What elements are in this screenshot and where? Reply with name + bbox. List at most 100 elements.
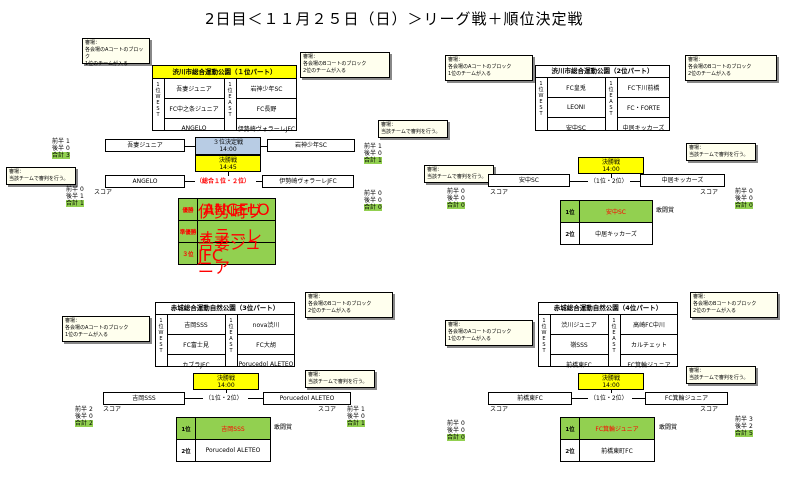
- final-team-a: ANGELO: [105, 175, 185, 188]
- note-ref: 審場：当該チームで審判を行う。: [424, 165, 494, 183]
- score-label: スコア: [700, 189, 719, 196]
- west-team-list: FC皇兎 LEONI 安中SC: [547, 78, 605, 137]
- final-place: （総合１位・２位）: [196, 178, 251, 185]
- venue-header: 赤城総合運動自然公園（4位パート）: [538, 302, 678, 315]
- venue-header: 渋川市総合運動公園（2位パート）: [535, 65, 670, 78]
- east-team-list: nova渋川 FC大胡 Porucedol ALETEO: [237, 315, 295, 374]
- fair-play-label: 敢闘賞: [659, 424, 678, 431]
- team-cell: カルチェット: [620, 335, 678, 355]
- team-cell: 安中SC: [566, 125, 586, 132]
- final-score-right: 前半 1 後半 0 合計 1: [347, 406, 365, 427]
- west-team-list: 渋川ジュニア 嶺SSS 前橋東FC: [550, 315, 608, 374]
- team-cell: FC箕輪ジュニア: [627, 362, 671, 369]
- third-team-a: 吾妻ジュニア: [105, 139, 185, 152]
- final-team-b: 伊勢崎ヴォラーレJFC: [262, 175, 354, 188]
- final-score-right: 前半 3 後半 2 合計 5: [735, 416, 753, 437]
- venue-header: 赤城総合運動自然公園（3位パート）: [155, 302, 295, 315]
- third-team-b: 岩神少年SC: [267, 139, 355, 152]
- note-ref: 審場：当該チームで審判を行う。: [305, 370, 375, 388]
- score-label: スコア: [318, 406, 337, 413]
- fair-play-label: 敢闘賞: [656, 207, 675, 214]
- team-cell: FC富士見: [167, 335, 225, 355]
- final-team-b: FC箕輪ジュニア: [645, 392, 728, 405]
- standings-row: ３位吾妻ジュニア: [179, 234, 275, 277]
- team-cell: 中居キッカーズ: [622, 125, 665, 132]
- score-label: スコア: [700, 406, 719, 413]
- team-cell: ANGELO: [181, 125, 207, 132]
- results-row: 1位吉岡SSS: [177, 418, 270, 440]
- final-team-a: 吉岡SSS: [103, 392, 185, 405]
- results-row: 2位中居キッカーズ: [561, 223, 652, 244]
- score-label: スコア: [490, 189, 509, 196]
- west-team-list: 吾妻ジュニア FC中之条ジュニア ANGELO: [164, 79, 224, 138]
- score-left: 前半 1 後半 0 合計 3: [52, 138, 70, 159]
- team-cell: 伊勢崎ヴォラーレJFC: [237, 126, 296, 133]
- score-label: スコア: [103, 406, 122, 413]
- results-table: 1位安中SC 2位中居キッカーズ: [560, 200, 653, 245]
- final-place: （1位・2位）: [205, 395, 243, 402]
- note-ref: 審場：当該チームで審判を行う。: [686, 366, 756, 384]
- results-row: 2位前橋東町FC: [561, 440, 654, 461]
- league-table: [535, 78, 670, 131]
- team-cell: 岩神少年SC: [236, 79, 297, 99]
- venue-header: 渋川市総合運動公園（１位パート）: [152, 65, 297, 79]
- final-team-a: 安中SC: [488, 174, 570, 187]
- final-team-a: 前橋東FC: [488, 392, 572, 405]
- score-label: スコア: [490, 406, 509, 413]
- note-ref: 審場：当該チームで審判を行う。: [6, 167, 76, 185]
- score-right: 前半 1 後半 0 合計 1: [364, 143, 382, 164]
- team-cell: 前橋東FC: [566, 362, 592, 369]
- fair-play-label: 敢闘賞: [274, 424, 293, 431]
- team-cell: カブラJFC: [182, 362, 210, 369]
- results-row: 1位安中SC: [561, 201, 652, 223]
- team-cell: FC長野: [236, 99, 297, 119]
- team-cell: 吉岡SSS: [167, 315, 225, 335]
- final-score-left: 前半 0 後半 1 合計 1: [66, 186, 84, 207]
- team-cell: 高崎FC中川: [620, 315, 678, 335]
- final-score-left: 前半 2 後半 0 合計 2: [75, 406, 93, 427]
- final-score-right: 前半 0 後半 0 合計 0: [735, 188, 753, 209]
- team-cell: nova渋川: [237, 315, 295, 335]
- team-cell: FC大胡: [237, 335, 295, 355]
- east-team-list: FC下川前橋 FC・FORTE 中居キッカーズ: [617, 78, 670, 137]
- page-title: 2日目＜１１月２５日（日）＞リーグ戦＋順位決定戦: [205, 10, 584, 28]
- team-cell: FC皇兎: [547, 78, 605, 98]
- team-cell: FC中之条ジュニア: [164, 99, 224, 119]
- final-team-b: Porucedol ALETEO: [263, 392, 351, 405]
- final-place: （1位・2位）: [590, 395, 628, 402]
- west-team-list: 吉岡SSS FC富士見 カブラJFC: [167, 315, 225, 374]
- east-team-list: 高崎FC中川 カルチェット FC箕輪ジュニア: [620, 315, 678, 374]
- note-ref: 審場：当該チームで審判を行う。: [686, 143, 756, 161]
- final-score-right: 前半 0 後半 0 合計 0: [364, 190, 382, 211]
- team-cell: 嶺SSS: [550, 335, 608, 355]
- team-cell: 吾妻ジュニア: [164, 79, 224, 99]
- score-label: スコア: [94, 189, 113, 196]
- team-cell: LEONI: [547, 98, 605, 118]
- final-place: （1位・2位）: [590, 178, 628, 185]
- team-cell: Porucedol ALETEO: [238, 361, 294, 368]
- note-ref: 審場：当該チームで審判を行う。: [378, 120, 448, 138]
